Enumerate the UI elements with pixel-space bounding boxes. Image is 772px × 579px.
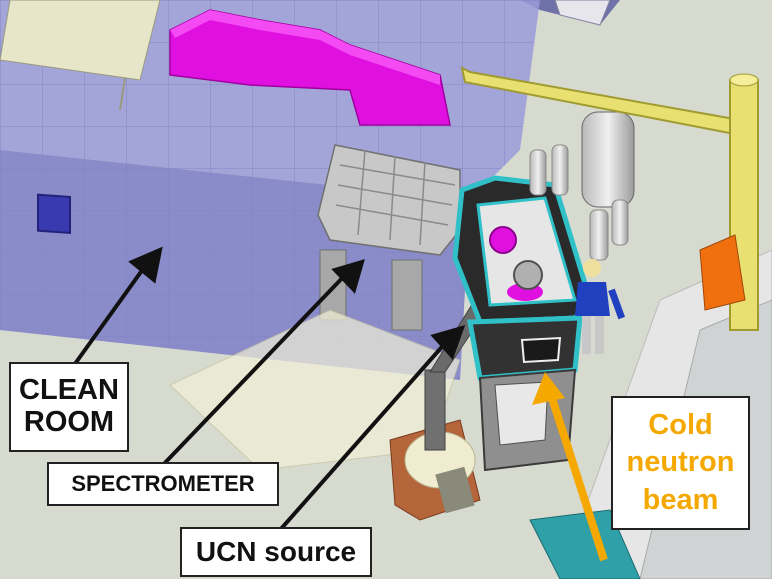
ucn-pipe-vertical: [424, 369, 446, 451]
table-top: [0, 0, 161, 81]
ucn-source-label: UCN source: [180, 527, 372, 577]
clean-room-window: [37, 193, 71, 234]
arrow-clean-room-head: [128, 246, 163, 284]
lower-chassis-panel: [494, 381, 549, 446]
arrow-ucn-source-head: [430, 325, 466, 360]
cryo-mechanism: [513, 260, 543, 290]
top-right-box: [554, 0, 611, 26]
spectrometer-label: SPECTROMETER: [47, 462, 279, 506]
spectrometer-ribs: [335, 149, 456, 246]
dewar-small-2: [611, 199, 629, 246]
arrow-ucn-source: [278, 338, 450, 532]
gas-bottle-1: [529, 149, 547, 196]
dewar-small-1: [589, 209, 609, 261]
table-leg: [119, 77, 126, 111]
cryostat-inner: [476, 196, 577, 307]
magenta-duct-top: [170, 10, 440, 85]
crane-post-top: [729, 73, 759, 87]
ucn-side-cylinder: [435, 466, 475, 514]
clean-room-label-line-2: ROOM: [23, 406, 115, 438]
magenta-cryo-part: [489, 226, 517, 254]
pointer-arrows: [70, 246, 466, 532]
clean-room-label-line-1: CLEAN: [19, 374, 119, 407]
arrow-spectrometer: [158, 270, 350, 470]
cold-neutron-beam-label-line-1: Cold: [648, 409, 713, 442]
cold-neutron-beam-label-line-3: beam: [642, 483, 719, 516]
spectrometer-leg-right: [391, 259, 423, 331]
person-figure: [575, 259, 626, 354]
cold-neutron-beam-label-line-2: neutron: [626, 446, 735, 479]
orange-support: [699, 234, 746, 311]
dewar-large: [581, 111, 635, 208]
gas-bottle-2: [551, 144, 569, 196]
beam-port: [520, 336, 562, 364]
cold-neutron-beam-label: Cold neutron beam: [611, 396, 750, 530]
clean-room-label: CLEAN ROOM: [9, 362, 129, 452]
cold-neutron-beam-arrow: [532, 372, 608, 562]
arrow-spectrometer-head: [331, 259, 365, 294]
magenta-duct: [169, 9, 451, 126]
arrow-clean-room: [70, 260, 150, 370]
